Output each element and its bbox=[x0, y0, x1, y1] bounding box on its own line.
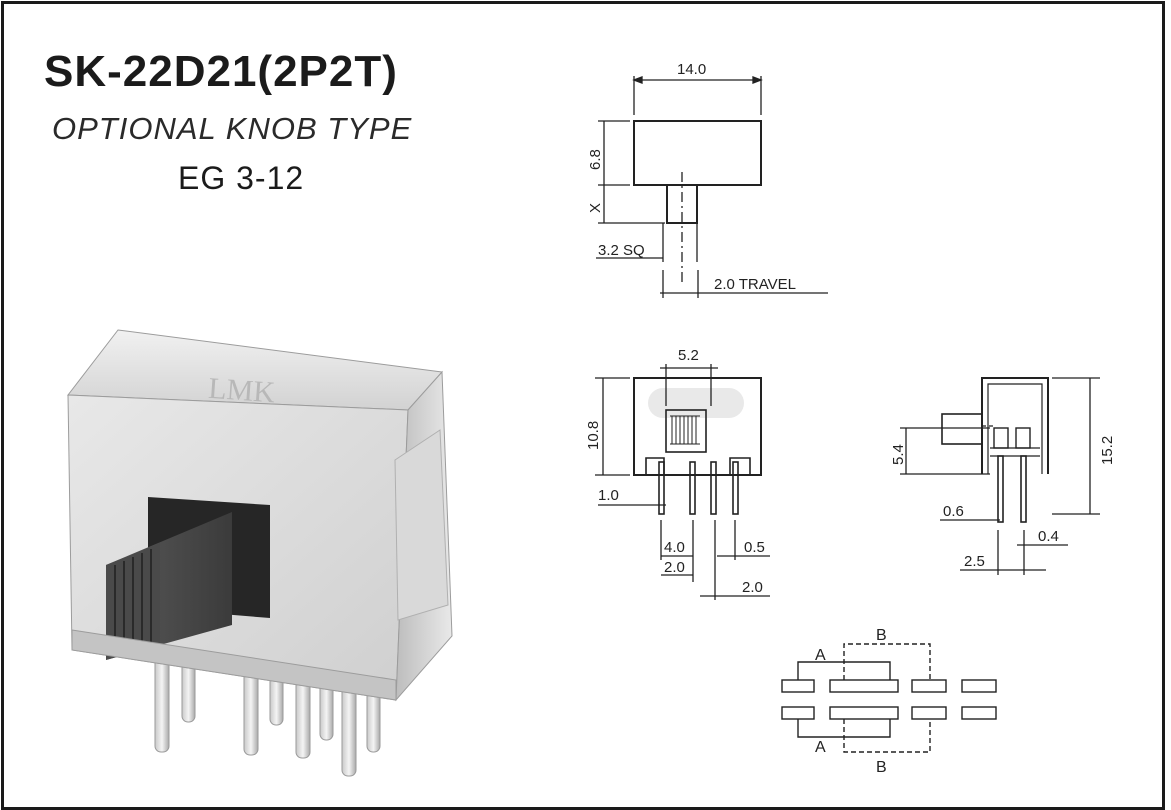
top-view-width-dim: 14.0 bbox=[677, 61, 706, 78]
schematic-label-a-bottom: A bbox=[815, 739, 826, 756]
top-view-stem bbox=[666, 184, 698, 224]
product-title: SK-22D21(2P2T) bbox=[44, 47, 398, 96]
front-view-body bbox=[633, 377, 762, 476]
side-view-body bbox=[981, 377, 1049, 474]
top-view-stem-dim: X bbox=[587, 203, 604, 213]
front-view-pin-width-dim: 0.5 bbox=[744, 539, 765, 556]
schematic-label-b-top: B bbox=[876, 627, 887, 644]
photo-brand: LMK bbox=[207, 372, 276, 410]
top-view-square-dim: 3.2 SQ bbox=[598, 242, 645, 259]
side-view-leg-dim: 0.6 bbox=[943, 503, 964, 520]
front-view-leg-dim: 1.0 bbox=[598, 487, 619, 504]
front-view-pitch-b-dim: 2.0 bbox=[664, 559, 685, 576]
product-code: EG 3-12 bbox=[178, 160, 305, 196]
front-view-pitch-a-dim: 4.0 bbox=[664, 539, 685, 556]
front-view-pitch-c-dim: 2.0 bbox=[742, 579, 763, 596]
side-view-knob-dim: 5.4 bbox=[890, 444, 907, 465]
side-view-pitch-dim: 2.5 bbox=[964, 553, 985, 570]
side-view-pin-dim: 0.4 bbox=[1038, 528, 1059, 545]
front-view-slot-dim: 5.2 bbox=[678, 347, 699, 364]
schematic-label-a-top: A bbox=[815, 647, 826, 664]
schematic-label-b-bottom: B bbox=[876, 759, 887, 776]
front-view-knob bbox=[665, 409, 707, 453]
front-view-height-dim: 10.8 bbox=[585, 421, 602, 450]
top-view-knob-height-dim: 6.8 bbox=[587, 149, 604, 170]
product-subtitle: OPTIONAL KNOB TYPE bbox=[52, 111, 413, 146]
side-view-height-dim: 15.2 bbox=[1099, 436, 1116, 465]
top-view-travel-dim: 2.0 TRAVEL bbox=[714, 276, 796, 293]
